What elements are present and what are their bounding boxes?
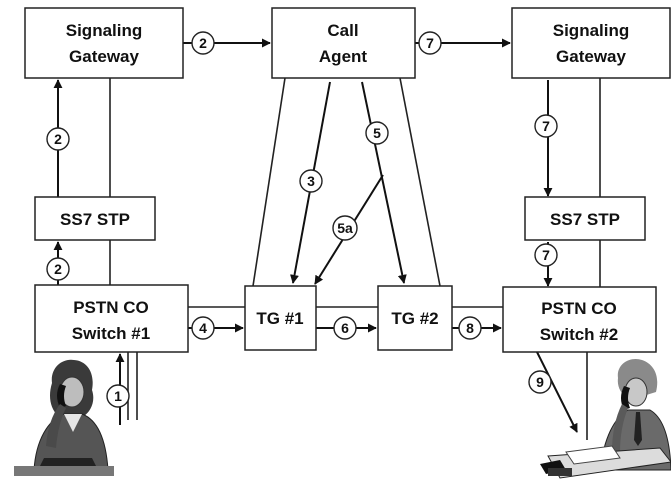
stp-left-label: SS7 STP xyxy=(60,210,130,229)
step-6-label: 6 xyxy=(341,320,349,336)
step-7-mid-label: 7 xyxy=(542,118,550,134)
callee-figure-icon xyxy=(540,358,671,479)
step-4-label: 4 xyxy=(199,320,207,336)
co1-line1: PSTN CO xyxy=(73,298,149,317)
tg1-label: TG #1 xyxy=(256,309,303,328)
step-5-label: 5 xyxy=(373,125,381,141)
node-pstn-co-switch-2: PSTN CO Switch #2 xyxy=(502,286,657,353)
step-6: 6 xyxy=(333,316,357,340)
step-9-label: 9 xyxy=(536,374,544,390)
co2-line2: Switch #2 xyxy=(540,325,618,344)
step-5: 5 xyxy=(365,121,389,145)
step-3: 3 xyxy=(299,169,323,193)
tg2-label: TG #2 xyxy=(391,309,438,328)
step-7-low: 7 xyxy=(534,243,558,267)
step-2-top-label: 2 xyxy=(199,35,207,51)
sg-right-line1: Signaling xyxy=(553,21,630,40)
step-3-label: 3 xyxy=(307,173,315,189)
step-7-top-label: 7 xyxy=(426,35,434,51)
step-4: 4 xyxy=(191,316,215,340)
connection-wires xyxy=(109,77,601,440)
wire-ca-to-tg1 xyxy=(252,77,286,287)
stp-right-label: SS7 STP xyxy=(550,210,620,229)
step-5a-label: 5a xyxy=(337,220,353,236)
step-8: 8 xyxy=(458,316,482,340)
arrow-step-9-co-to-phone xyxy=(536,351,578,433)
step-1: 1 xyxy=(106,384,130,408)
sg-left-line1: Signaling xyxy=(66,21,143,40)
node-ss7-stp-right: SS7 STP xyxy=(524,196,646,241)
step-2-top: 2 xyxy=(191,31,215,55)
call-agent-line1: Call xyxy=(327,21,358,40)
node-signaling-gateway-right: Signaling Gateway xyxy=(511,7,671,79)
node-pstn-co-switch-1: PSTN CO Switch #1 xyxy=(34,284,189,353)
step-2-low: 2 xyxy=(46,257,70,281)
node-ss7-stp-left: SS7 STP xyxy=(34,196,156,241)
step-2-low-label: 2 xyxy=(54,261,62,277)
sg-right-line2: Gateway xyxy=(556,47,626,66)
step-7-mid: 7 xyxy=(534,114,558,138)
step-5a: 5a xyxy=(332,215,358,241)
call-agent-line2: Agent xyxy=(319,47,368,66)
node-signaling-gateway-left: Signaling Gateway xyxy=(24,7,184,79)
step-7-low-label: 7 xyxy=(542,247,550,263)
caller-figure-icon xyxy=(14,359,114,476)
step-9: 9 xyxy=(528,370,552,394)
step-8-label: 8 xyxy=(466,320,474,336)
step-7-top: 7 xyxy=(418,31,442,55)
step-2-mid-label: 2 xyxy=(54,131,62,147)
node-call-agent: Call Agent xyxy=(271,7,416,79)
node-tg-1: TG #1 xyxy=(244,285,317,351)
step-markers: 2 7 2 2 7 7 3 5 xyxy=(46,31,558,408)
sg-left-line2: Gateway xyxy=(69,47,139,66)
arrow-step-5-ca-to-tg2 xyxy=(361,81,407,284)
node-tg-2: TG #2 xyxy=(377,285,453,351)
co1-line2: Switch #1 xyxy=(72,324,150,343)
co2-line1: PSTN CO xyxy=(541,299,617,318)
step-2-mid: 2 xyxy=(46,127,70,151)
wire-ca-to-tg2 xyxy=(399,77,441,287)
step-1-label: 1 xyxy=(114,388,122,404)
